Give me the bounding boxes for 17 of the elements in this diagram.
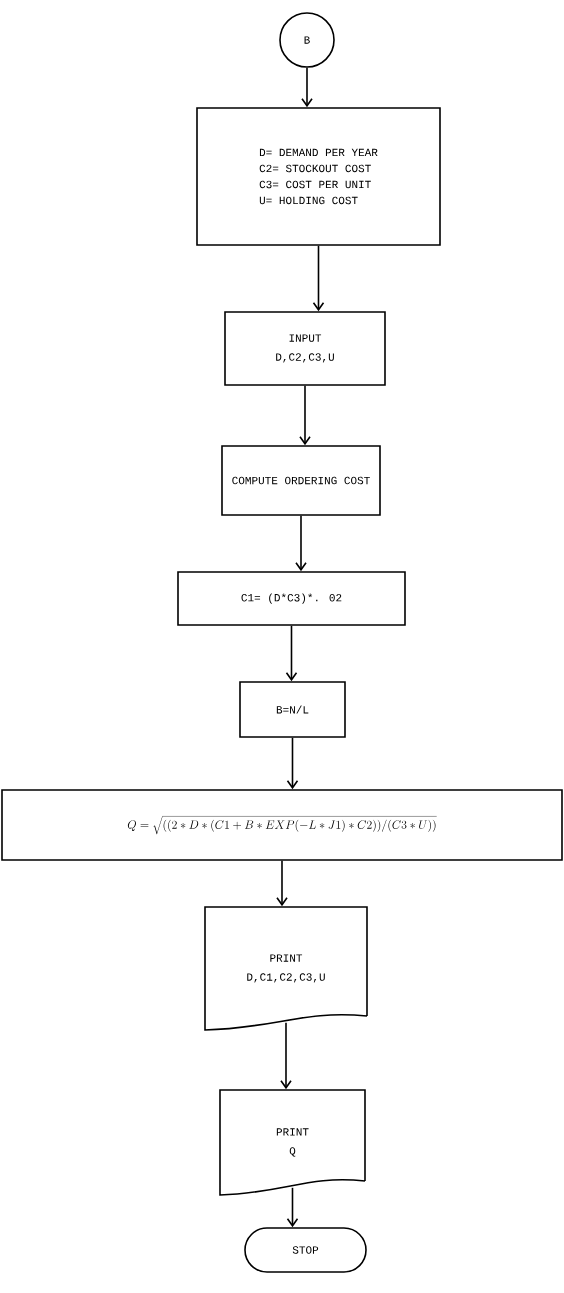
process-box: INPUT D,C2,C3,U: [224, 311, 386, 386]
arrow: [312, 245, 325, 312]
process-box: C1= (D*C3)*. 02: [177, 571, 406, 626]
document-shape: PRINT Q: [219, 1089, 366, 1196]
arrow: [299, 385, 311, 446]
document-shape: PRINT D,C1,C2,C3,U: [204, 906, 368, 1031]
process-box: COMPUTE ORDERING COST: [221, 445, 381, 516]
arrow: [301, 67, 313, 108]
arrow: [286, 1187, 299, 1228]
process-box: D= DEMAND PER YEAR C2= STOCKOUT COST C3= COST PER UNIT U= HOLDING COST: [196, 107, 441, 246]
arrow: [286, 737, 299, 790]
arrow: [276, 860, 288, 907]
process-box: $Q = \sqrt{((2*D*(C1+B*EXP(-L*J1)*C2)) /(C3*U))}$: [1, 789, 563, 861]
arrow: [280, 1022, 292, 1090]
arrow: [285, 625, 298, 682]
arrow: [295, 515, 307, 572]
process-box: B=N/L: [239, 681, 346, 738]
